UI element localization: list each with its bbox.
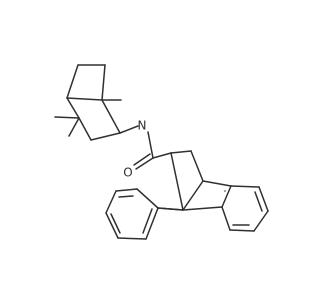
bond xyxy=(110,213,121,234)
bond xyxy=(135,157,154,170)
structure-canvas: N O xyxy=(54,64,269,240)
bond xyxy=(78,117,92,141)
bond xyxy=(136,188,159,209)
nitrogen-atom-label: N xyxy=(138,119,147,133)
bond xyxy=(145,207,159,240)
bond xyxy=(90,132,121,141)
bond xyxy=(142,208,153,234)
bond xyxy=(66,97,80,119)
bond xyxy=(229,229,255,232)
bond xyxy=(118,195,134,198)
bond xyxy=(101,64,106,101)
bond xyxy=(258,186,269,212)
bond xyxy=(170,150,192,154)
bond xyxy=(68,117,80,137)
bond xyxy=(133,153,151,166)
bond xyxy=(101,99,121,134)
bond xyxy=(157,207,184,211)
bond xyxy=(221,185,232,208)
bond xyxy=(190,150,204,182)
bond xyxy=(117,237,147,240)
bond xyxy=(254,191,263,212)
bond xyxy=(66,97,103,101)
bond xyxy=(115,188,138,192)
bond xyxy=(221,206,231,231)
bond xyxy=(54,116,80,119)
bond xyxy=(202,180,232,187)
bond xyxy=(105,212,119,239)
bond xyxy=(253,210,269,232)
bond xyxy=(105,190,117,214)
oxygen-atom-label: O xyxy=(123,166,132,180)
bond xyxy=(119,125,139,134)
bond xyxy=(147,131,154,159)
bond xyxy=(170,152,184,211)
bond xyxy=(230,185,260,188)
bond xyxy=(152,152,172,159)
bond xyxy=(182,206,223,211)
bond xyxy=(182,180,204,211)
bond xyxy=(66,64,79,99)
chemical-structure-diagram: N O xyxy=(54,64,269,240)
